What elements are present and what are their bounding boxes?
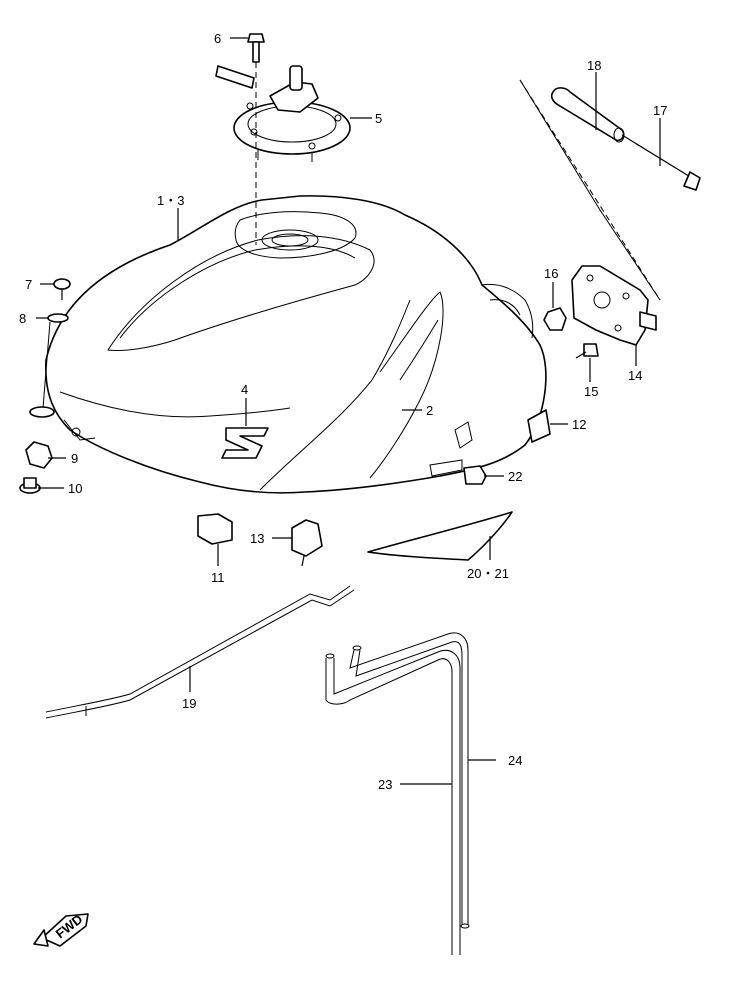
callout-labels: 6 5 18 17 1・3 16 7 8 14 15 4 2 12 9 22 1… bbox=[19, 31, 667, 792]
screw-7 bbox=[53, 278, 71, 300]
fwd-arrow-icon: FWD bbox=[33, 911, 89, 947]
mount-bracket-group bbox=[519, 79, 701, 359]
pad-12 bbox=[527, 409, 551, 443]
callout-4: 4 bbox=[241, 382, 248, 397]
bolt-6 bbox=[247, 33, 265, 63]
callout-23: 23 bbox=[378, 777, 392, 792]
hose-19 bbox=[45, 585, 355, 719]
callout-18: 18 bbox=[587, 58, 601, 73]
hose-24 bbox=[349, 632, 470, 929]
callout-8: 8 bbox=[19, 311, 26, 326]
callout-13: 13 bbox=[250, 531, 264, 546]
washer-8 bbox=[47, 313, 69, 323]
collar-18 bbox=[550, 87, 625, 142]
suzuki-emblem bbox=[221, 427, 269, 459]
sticker-20-21 bbox=[367, 511, 513, 561]
callout-11: 11 bbox=[211, 570, 225, 585]
callout-9: 9 bbox=[71, 451, 78, 466]
callout-14: 14 bbox=[628, 368, 642, 383]
callout-5: 5 bbox=[375, 111, 382, 126]
callout-22: 22 bbox=[508, 469, 522, 484]
leader-lines bbox=[36, 37, 661, 785]
cushion-11 bbox=[197, 513, 233, 545]
grommet-16 bbox=[543, 307, 567, 331]
hose-23 bbox=[325, 649, 461, 955]
callout-16: 16 bbox=[544, 266, 558, 281]
callout-19: 19 bbox=[182, 696, 196, 711]
bolt-17-shaft bbox=[621, 134, 693, 179]
bolt-15 bbox=[583, 343, 599, 357]
cushion-13 bbox=[291, 519, 323, 567]
callout-10: 10 bbox=[68, 481, 82, 496]
callout-1-3: 1・3 bbox=[157, 193, 184, 208]
callout-15: 15 bbox=[584, 384, 598, 399]
washer-plate bbox=[29, 406, 55, 418]
callout-20-21: 20・21 bbox=[467, 566, 509, 581]
callout-17: 17 bbox=[653, 103, 667, 118]
cushion-9 bbox=[25, 441, 53, 469]
callout-6: 6 bbox=[214, 31, 221, 46]
fuel-tank bbox=[45, 195, 547, 494]
collar-10 bbox=[19, 477, 41, 494]
callout-7: 7 bbox=[25, 277, 32, 292]
callout-12: 12 bbox=[572, 417, 586, 432]
bracket-14 bbox=[571, 265, 649, 346]
cushion-22 bbox=[463, 465, 487, 485]
bolt-17-head bbox=[683, 171, 701, 191]
callout-24: 24 bbox=[508, 753, 522, 768]
callout-2: 2 bbox=[426, 403, 433, 418]
fuel-cap bbox=[215, 65, 351, 162]
